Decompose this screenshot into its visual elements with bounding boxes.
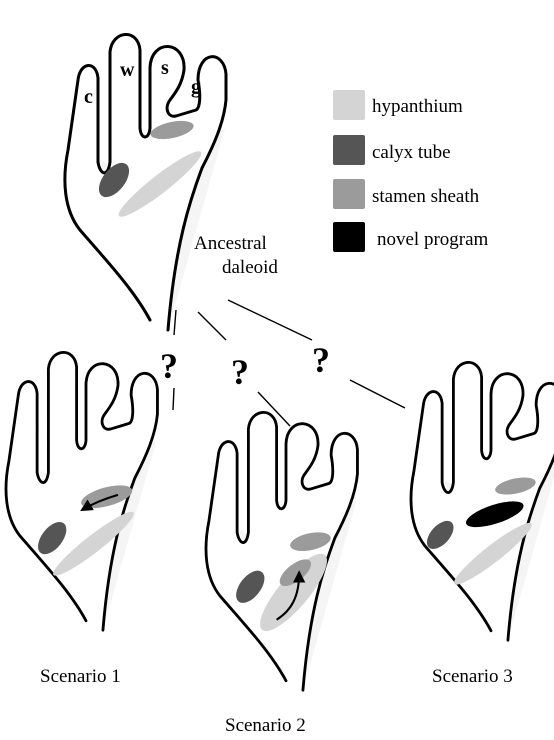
legend-swatch-calyx-tube (333, 135, 365, 165)
legend-swatch-hypanthium (333, 90, 365, 120)
connectors (173, 300, 405, 426)
legend-swatch-stamen-sheath (333, 179, 365, 209)
legend-swatch-novel-program (333, 222, 365, 252)
legend: hypanthium calyx tube stamen sheath nove… (333, 90, 489, 252)
ancestral-flower (65, 34, 226, 330)
scenario-3-flower (411, 362, 554, 640)
legend-label-hypanthium: hypanthium (372, 96, 463, 117)
organ-label-s: s (161, 57, 169, 79)
scenario-2-label: Scenario 2 (225, 715, 306, 736)
scenario-3-label: Scenario 3 (432, 666, 513, 687)
legend-label-calyx-tube: calyx tube (372, 142, 451, 163)
ancestor-label-line2: daleoid (222, 257, 278, 278)
legend-label-stamen-sheath: stamen sheath (372, 186, 480, 207)
organ-label-g: g (191, 76, 201, 98)
organ-label-w: w (120, 59, 135, 81)
connector-1-upper (174, 310, 176, 335)
connector-2-upper (198, 312, 226, 340)
question-mark-2: ? (231, 352, 249, 392)
connector-1-lower (173, 388, 174, 410)
scenario-1-label: Scenario 1 (40, 666, 121, 687)
ancestor-label-line1: Ancestral (194, 233, 267, 254)
scenario-2-flower (206, 412, 357, 690)
legend-label-novel-program: novel program (377, 229, 489, 250)
connector-3-upper (228, 300, 312, 340)
scenario-1-flower (6, 352, 157, 630)
organ-label-c: c (84, 86, 93, 108)
question-mark-3: ? (312, 340, 330, 380)
question-mark-1: ? (160, 346, 178, 386)
connector-3-lower (350, 380, 405, 408)
